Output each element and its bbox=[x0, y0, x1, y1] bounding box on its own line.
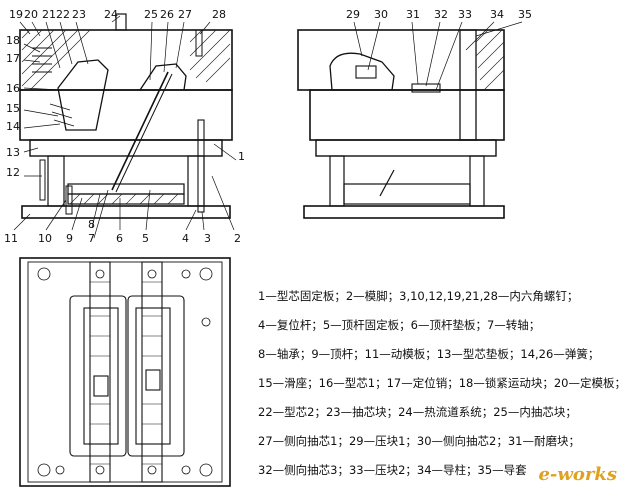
plan-view bbox=[19, 257, 231, 487]
callout-35: 35 bbox=[518, 8, 532, 21]
callout-16: 16 bbox=[6, 82, 20, 95]
parts-legend: 1—型芯固定板；2—模脚；3,10,12,19,21,28—内六角螺钉； 4—复… bbox=[258, 286, 625, 489]
callout-13: 13 bbox=[6, 146, 20, 159]
callout-5: 5 bbox=[142, 232, 149, 245]
guide-pillar bbox=[459, 29, 477, 141]
core-backing-plate bbox=[29, 139, 223, 157]
callout-23: 23 bbox=[72, 8, 86, 21]
callout-3: 3 bbox=[204, 232, 211, 245]
callout-29: 29 bbox=[346, 8, 360, 21]
legend-line-4: 15—滑座；16—型芯1；17—定位销；18—锁紧运动块；20—定模板； bbox=[258, 376, 625, 390]
locating-pins bbox=[32, 47, 52, 73]
callout-20: 20 bbox=[24, 8, 38, 21]
mold-foot-left bbox=[47, 155, 65, 207]
press-block-1 bbox=[329, 52, 395, 91]
callout-2: 2 bbox=[234, 232, 241, 245]
press-block-2 bbox=[411, 83, 441, 93]
callout-12: 12 bbox=[6, 166, 20, 179]
legend-line-3: 8—轴承；9—顶杆；11—动模板；13—型芯垫板；14,26—弹簧； bbox=[258, 347, 600, 361]
ejector-fixing-plate bbox=[67, 183, 185, 195]
socket-screw-10 bbox=[65, 185, 73, 215]
hot-runner-system bbox=[115, 13, 127, 31]
callout-18: 18 bbox=[6, 34, 20, 47]
callout-25: 25 bbox=[144, 8, 158, 21]
callout-7: 7 bbox=[88, 232, 95, 245]
mold-foot-right bbox=[187, 155, 205, 207]
left-section-view: 19 20 21 22 23 24 25 26 27 28 18 17 16 1… bbox=[4, 8, 245, 245]
side-core-1 bbox=[139, 63, 187, 91]
callout-33: 33 bbox=[458, 8, 472, 21]
spring-14 bbox=[49, 103, 75, 127]
callout-28: 28 bbox=[212, 8, 226, 21]
callout-22: 22 bbox=[56, 8, 70, 21]
inclined-pin bbox=[111, 71, 169, 191]
right-section-view: 29 30 31 32 33 34 35 bbox=[297, 8, 532, 219]
callout-1: 1 bbox=[238, 150, 245, 163]
callout-11: 11 bbox=[4, 232, 18, 245]
return-pin bbox=[197, 119, 205, 213]
callout-6: 6 bbox=[116, 232, 123, 245]
callout-27: 27 bbox=[178, 8, 192, 21]
callout-10: 10 bbox=[38, 232, 52, 245]
callout-4: 4 bbox=[182, 232, 189, 245]
callout-30: 30 bbox=[374, 8, 388, 21]
moving-mold-plate bbox=[21, 205, 231, 219]
socket-screw-28 bbox=[195, 29, 203, 57]
callout-26: 26 bbox=[160, 8, 174, 21]
callout-15: 15 bbox=[6, 102, 20, 115]
slider-core bbox=[57, 59, 109, 131]
callout-31: 31 bbox=[406, 8, 420, 21]
callout-9: 9 bbox=[66, 232, 73, 245]
callout-17: 17 bbox=[6, 52, 20, 65]
legend-line-6: 27—侧向抽芯1；29—压块1；30—侧向抽芯2；31—耐磨块； bbox=[258, 434, 580, 448]
legend-line-1: 1—型芯固定板；2—模脚；3,10,12,19,21,28—内六角螺钉； bbox=[258, 289, 579, 303]
callout-19: 19 bbox=[9, 8, 23, 21]
callout-34: 34 bbox=[490, 8, 504, 21]
side-core-2 bbox=[355, 65, 377, 79]
callout-14: 14 bbox=[6, 120, 20, 133]
callout-24: 24 bbox=[104, 8, 118, 21]
socket-screw-12 bbox=[39, 159, 46, 201]
legend-line-2: 4—复位杆；5—顶杆固定板；6—顶杆垫板；7—转轴； bbox=[258, 318, 541, 332]
legend-line-5: 22—型芯2；23—抽芯块；24—热流道系统；25—内抽芯块； bbox=[258, 405, 577, 419]
callout-21: 21 bbox=[42, 8, 56, 21]
legend-line-7: 32—侧向抽芯3；33—压块2；34—导柱；35—导套 bbox=[258, 463, 527, 477]
callout-8: 8 bbox=[88, 218, 95, 231]
callout-32: 32 bbox=[434, 8, 448, 21]
eworks-logo: e-works bbox=[538, 464, 617, 485]
